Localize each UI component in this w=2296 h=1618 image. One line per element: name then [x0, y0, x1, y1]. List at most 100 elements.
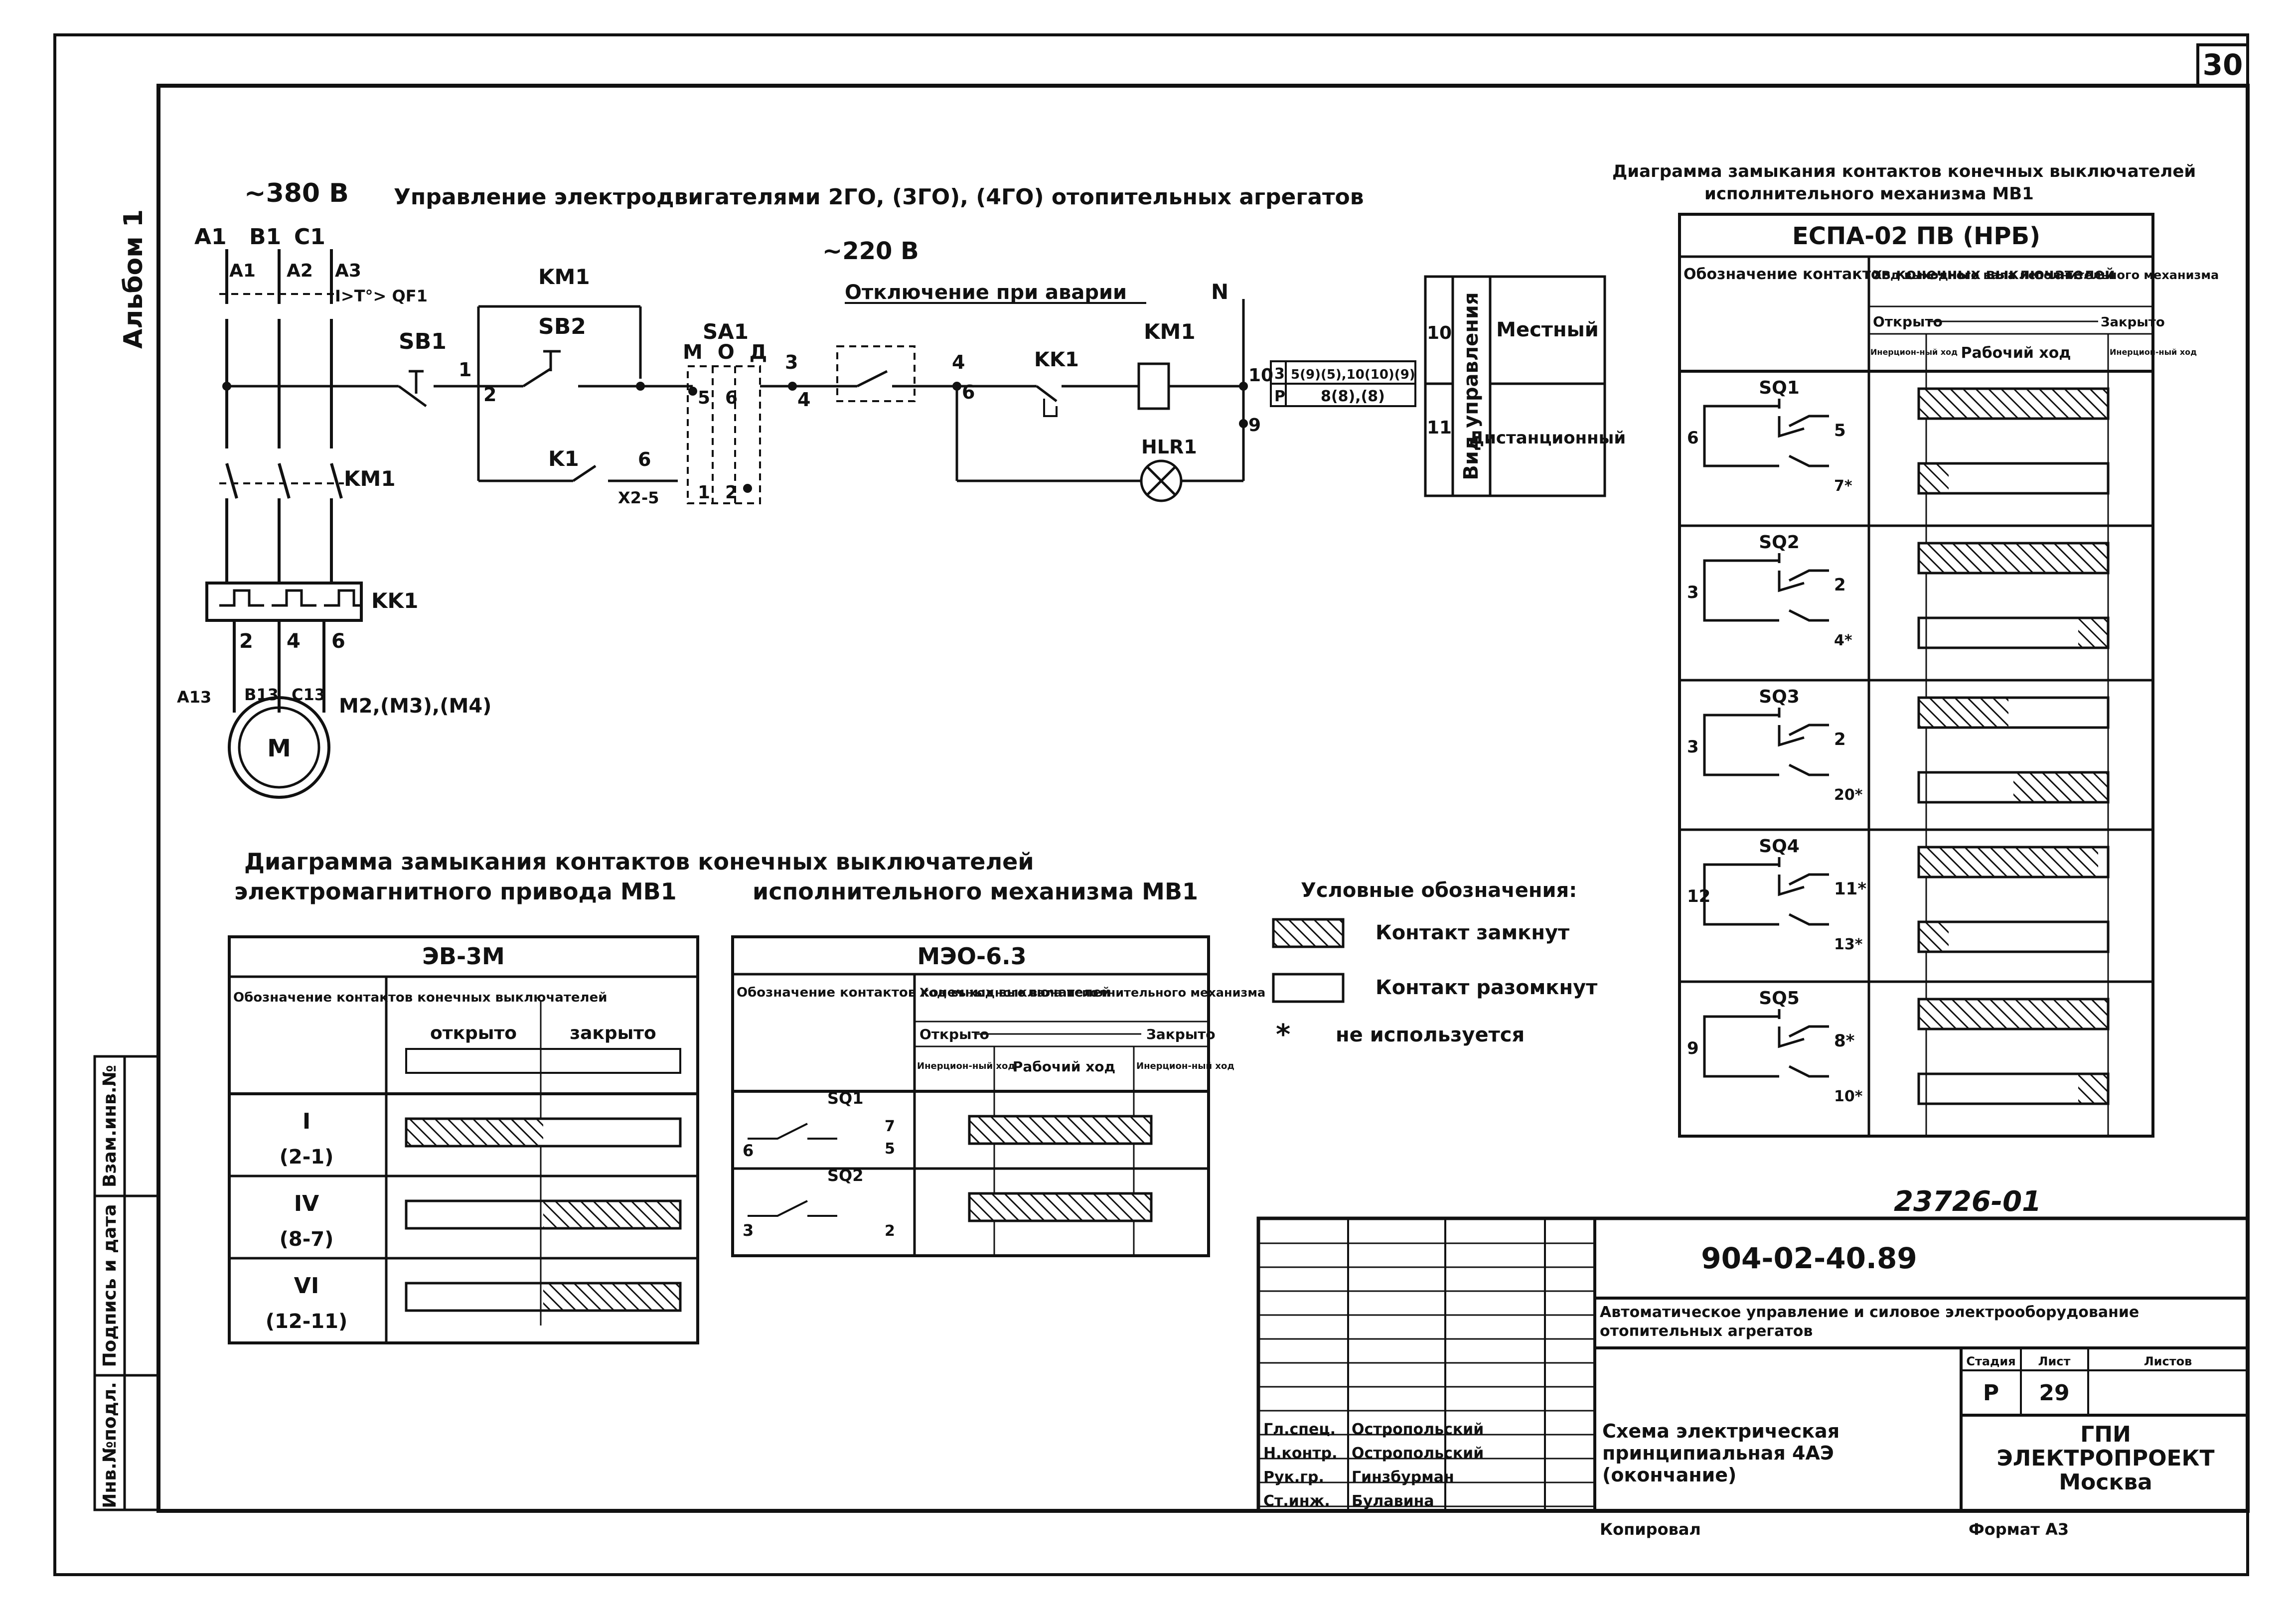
- contact-bar-1: [405, 1199, 682, 1230]
- signature-role-2: Рук.гр.: [1263, 1469, 1324, 1486]
- legend-open: Контакт разомкнут: [1376, 976, 1598, 999]
- signature-role-1: Н.контр.: [1263, 1445, 1337, 1462]
- sq5-bar-b: [1917, 1072, 2110, 1105]
- limit-switch-icon: [1703, 708, 1829, 776]
- control-mode-num-10: 10: [1427, 323, 1452, 343]
- limit-switch-icon: [1703, 857, 1829, 926]
- diagram-mech-sq1-pin-b: 7: [885, 1118, 895, 1135]
- voltage-control: ~220 В: [822, 237, 919, 265]
- diagram-em-row3-roman: VI: [294, 1273, 319, 1299]
- contact-bar-2: [405, 1282, 682, 1312]
- sq-name-5: SQ5: [1759, 988, 1800, 1009]
- diagram-mech-working: Рабочий ход: [1013, 1058, 1115, 1075]
- diagram-mech-closed: Закрыто: [1146, 1026, 1216, 1042]
- sa1-node-5: 5: [698, 388, 710, 408]
- km1-aux-label: KM1: [538, 265, 590, 289]
- diagram-right-device: ЕСПА-02 ПВ (НРБ): [1792, 222, 2040, 250]
- sq-left-pin-1: 6: [1687, 428, 1699, 448]
- km1-coil-label: KM1: [1144, 319, 1196, 344]
- legend-unused: не используется: [1336, 1024, 1525, 1046]
- sheet-header: Лист: [2038, 1354, 2071, 1368]
- diagram-em-row2-roman: IV: [294, 1191, 319, 1216]
- control-mode-num-11: 11: [1427, 418, 1452, 438]
- sq-pin-b-2: 4*: [1834, 632, 1852, 649]
- sa1-node-2: 2: [725, 482, 738, 503]
- sq3-bar-a: [1917, 696, 2110, 729]
- signature-role-3: Ст.инж.: [1263, 1492, 1330, 1510]
- diagram-right-inertial-2: Инерцион-ный ход: [2110, 347, 2197, 357]
- doc-code: 904-02-40.89: [1701, 1241, 1917, 1275]
- project-title: Автоматическое управление и силовое элек…: [1600, 1304, 2140, 1340]
- diagram-mech-travel: Ход выходного вала исполнительного механ…: [919, 986, 1265, 1000]
- diagram-right: Диаграмма замыкания контактов конечных в…: [1612, 161, 2219, 1138]
- sa1-node-6: 6: [725, 388, 738, 408]
- diagram-right-travel: Ход выходного вала исполнительного механ…: [1873, 268, 2219, 282]
- motor-letter: M: [267, 735, 291, 762]
- breaker-label: I>T°> QF1: [335, 287, 428, 305]
- sq-pin-a-1: 5: [1834, 421, 1846, 441]
- control-mode-table: Вид управления 10 11 Местный Дистанционн…: [1424, 275, 1626, 497]
- sa1-positions: М О Д: [683, 341, 771, 364]
- sq5-bar-a: [1917, 998, 2110, 1030]
- node-3: 3: [785, 351, 798, 373]
- sq-pin-a-3: 2: [1834, 730, 1846, 749]
- diagram-mech-sq1-pin-c: 5: [885, 1140, 895, 1158]
- diagram-mech-inertial-2: Инерцион-ный ход: [1136, 1061, 1234, 1071]
- album-label: Альбом 1: [119, 209, 149, 349]
- copied-label: Копировал: [1600, 1520, 1701, 1539]
- limit-switch-icon: [1703, 399, 1829, 467]
- diagram-mech-sq1-pin-a: 6: [743, 1141, 754, 1160]
- sq-name-1: SQ1: [1759, 378, 1800, 398]
- diagram-em: Диаграмма замыкания контактов конечных в…: [228, 848, 1034, 1344]
- schematic: ~380 В Управление электродвигателями 2ГО…: [177, 178, 1626, 799]
- side-stamp: Инв.№подл. Подпись и дата Взам.инв.№: [93, 1055, 160, 1511]
- diagram-right-title-2: исполнительного механизма МВ1: [1704, 184, 2034, 204]
- sq3-bar-b: [1917, 771, 2110, 804]
- diagram-mech-col-header: Обозначение контактов конечных выключате…: [737, 985, 1110, 1000]
- qf-a1: A1: [229, 261, 256, 281]
- sheet-title: Схема электрическая принципиальная 4АЭ (…: [1602, 1420, 1840, 1486]
- sq4-bar-b: [1917, 920, 2110, 953]
- side-stamp-sign: Подпись и дата: [100, 1204, 120, 1367]
- node-1: 1: [459, 359, 471, 381]
- archive-number: 23726-01: [1894, 1185, 2041, 1218]
- phase-b1: B1: [249, 224, 281, 250]
- sb1-label: SB1: [399, 329, 447, 354]
- diagram-em-row2-pair: (8-7): [280, 1228, 334, 1251]
- kk1-label: KK1: [371, 588, 418, 613]
- sq1-bar-b: [1917, 462, 2110, 495]
- sa1-table-r1-val: 5(9)(5),10(10)(9): [1291, 367, 1415, 382]
- diagram-em-row1-roman: I: [303, 1109, 310, 1134]
- motor-tag: M2,(M3),(M4): [339, 695, 491, 718]
- sq-name-3: SQ3: [1759, 687, 1800, 707]
- legend-asterisk: *: [1276, 1019, 1290, 1051]
- mech-contact-bar-0: [968, 1115, 1153, 1145]
- diagram-mech-sq2-pin-a: 3: [743, 1221, 754, 1240]
- diagram-right-working: Рабочий ход: [1961, 344, 2071, 362]
- diagram-right-col-header: Обозначение контактов конечных выключате…: [1684, 266, 2115, 283]
- node-9: 9: [1248, 415, 1261, 436]
- sa1-table-r1-num: 3: [1274, 365, 1285, 383]
- inner-frame: [156, 84, 2250, 1513]
- sq-pin-a-5: 8*: [1834, 1031, 1855, 1051]
- diagram-mech: исполнительного механизма МВ1 МЭО-6.3 Об…: [731, 878, 1265, 1257]
- kk1-t4: 4: [287, 630, 301, 653]
- diagram-right-inertial-1: Инерцион-ный ход: [1870, 347, 1958, 357]
- format-label: Формат А3: [1969, 1520, 2069, 1539]
- motor-terminal-a: A13: [177, 688, 211, 707]
- sq1-bar-a: [1917, 387, 2110, 420]
- schematic-title: Управление электродвигателями 2ГО, (3ГО)…: [394, 184, 1364, 210]
- sq-left-pin-2: 3: [1687, 583, 1699, 602]
- signature-name-3: Булавина: [1352, 1492, 1434, 1510]
- stage-header: Стадия: [1966, 1354, 2015, 1368]
- diagram-right-closed: Закрыто: [2101, 315, 2165, 330]
- diagram-em-row3-pair: (12-11): [266, 1310, 348, 1333]
- node-6a: 6: [638, 448, 651, 470]
- diagram-mech-sq1: SQ1: [827, 1089, 864, 1108]
- node-4b: 4: [952, 351, 965, 373]
- sa1-table-r2-val: 8(8),(8): [1321, 388, 1385, 405]
- sq-left-pin-5: 9: [1687, 1038, 1699, 1058]
- sq-pin-b-4: 13*: [1834, 936, 1863, 953]
- sq2-bar-b: [1917, 616, 2110, 649]
- node-6b: 6: [962, 381, 975, 403]
